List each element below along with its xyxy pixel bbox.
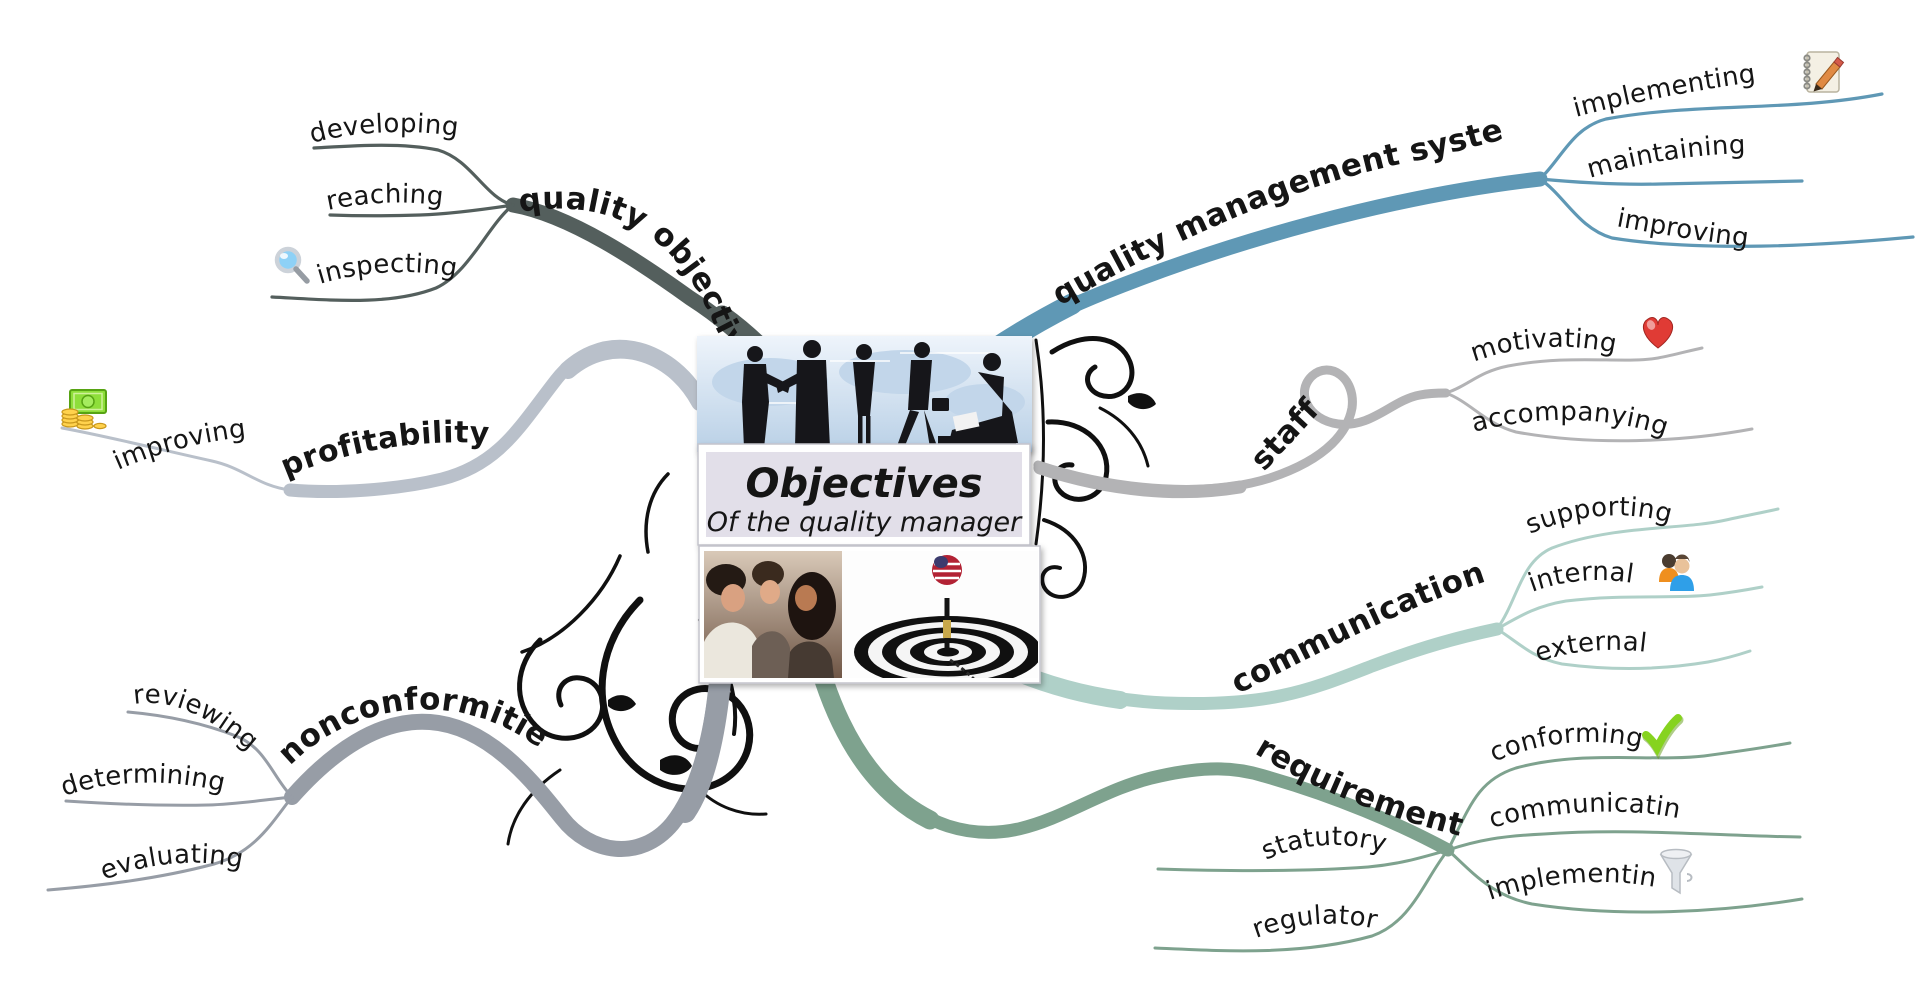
notepad-pencil-icon [1803, 51, 1845, 93]
topic-accompanying[interactable]: accompanying [1468, 397, 1672, 443]
child-line-motivating[interactable] [1444, 346, 1704, 395]
branch-profitability-trunk-thick [559, 340, 709, 411]
check-icon [1642, 714, 1684, 760]
topic-reaching[interactable]: reaching [324, 179, 446, 216]
child-line-improving-prof[interactable] [60, 426, 292, 492]
magnifier-icon [274, 246, 310, 284]
people-icon [1659, 554, 1694, 591]
child-line-supporting[interactable] [1495, 507, 1780, 631]
child-line-communicating[interactable] [1446, 830, 1802, 852]
topic-maintaining[interactable]: maintaining [1584, 130, 1747, 184]
topic-statutory[interactable]: statutory [1257, 822, 1390, 866]
central-subtitle: Of the quality manager [707, 507, 1023, 538]
topic-determining[interactable]: determining [57, 759, 228, 802]
heart-icon [1642, 317, 1674, 349]
child-line-implementing-req[interactable] [1446, 848, 1804, 914]
dartboard-photo [842, 551, 1038, 678]
topic-inspecting[interactable]: inspecting [313, 249, 459, 291]
central-banner-image [697, 336, 1032, 452]
child-line-improving-qms[interactable] [1538, 177, 1915, 248]
topic-supporting[interactable]: supporting [1521, 492, 1675, 540]
branch-staff [1033, 346, 1754, 499]
topic-communication[interactable]: communication [1225, 554, 1489, 701]
topic-implementing-qms[interactable]: implementing [1570, 59, 1757, 124]
topic-reviewing[interactable]: reviewing [132, 680, 264, 757]
child-line-developing[interactable] [312, 143, 515, 207]
topic-evaluating[interactable]: evaluating [96, 840, 246, 887]
child-line-statutory[interactable] [1156, 848, 1450, 873]
topic-conforming[interactable]: conforming [1485, 719, 1645, 769]
branch-staff-trunk[interactable] [1033, 365, 1451, 494]
child-line-reaching[interactable] [328, 203, 515, 218]
child-line-reviewing[interactable] [126, 710, 294, 799]
central-photos [698, 545, 1041, 684]
topic-external[interactable]: external [1531, 627, 1648, 669]
central-title: Objectives [745, 461, 982, 507]
team-photo [704, 551, 842, 678]
child-line-internal[interactable] [1495, 585, 1764, 631]
branch-profitability-trunk[interactable] [283, 339, 707, 499]
branch-staff-trunk-thick [1033, 461, 1247, 499]
central-title-panel[interactable]: Objectives Of the quality manager [697, 443, 1031, 546]
funnel-icon [1659, 848, 1693, 895]
child-line-determining[interactable] [64, 795, 294, 807]
child-line-accompanying[interactable] [1444, 391, 1754, 443]
topic-qms[interactable]: quality management system [0, 0, 1507, 313]
money-icon [61, 389, 107, 430]
child-line-implementing-qms[interactable] [1538, 92, 1884, 181]
child-line-external[interactable] [1495, 627, 1752, 670]
child-line-regulatory[interactable] [1153, 848, 1450, 953]
child-line-evaluating[interactable] [46, 795, 294, 892]
topic-developing[interactable]: developing [306, 109, 460, 150]
child-line-maintaining[interactable] [1538, 177, 1804, 186]
child-line-conforming[interactable] [1446, 741, 1792, 852]
topic-internal[interactable]: internal [1524, 557, 1635, 599]
central-node[interactable]: Objectives Of the quality manager [697, 336, 1042, 690]
topic-nonconformities[interactable]: nonconformities [0, 0, 556, 772]
topic-staff[interactable]: staff [1243, 392, 1326, 478]
branch-profitability [60, 339, 709, 499]
child-line-inspecting[interactable] [270, 203, 515, 303]
